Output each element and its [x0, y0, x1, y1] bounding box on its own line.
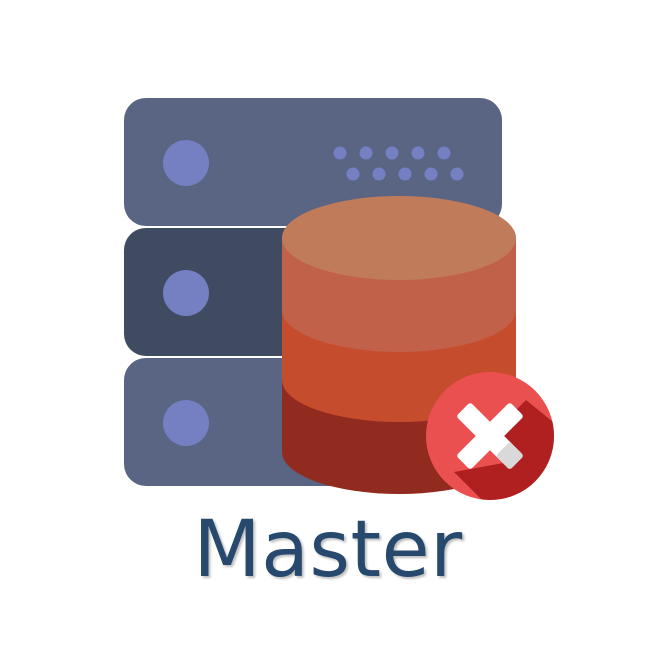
server-vent-dots [333, 146, 464, 181]
db-top [282, 196, 516, 280]
server-unit-top [124, 98, 502, 226]
server-led-middle [163, 270, 209, 316]
database-icon [282, 196, 516, 494]
master-database-icon [124, 98, 554, 500]
error-close-icon [426, 372, 554, 500]
server-led-bottom [163, 400, 209, 446]
server-led-top [163, 140, 209, 186]
master-label: Master [193, 505, 463, 595]
